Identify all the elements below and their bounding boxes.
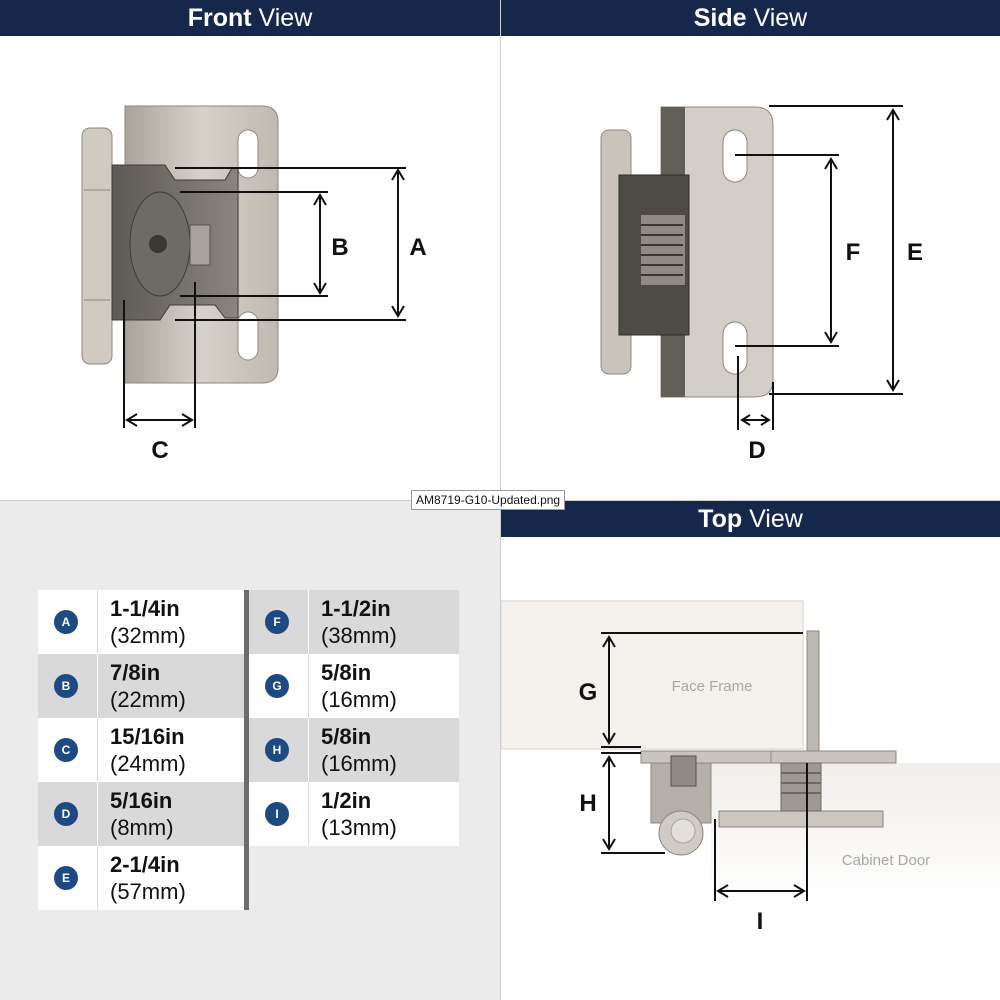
dimension-imperial: 7/8in (110, 660, 161, 685)
dim-label-d: D (748, 437, 765, 464)
dimension-value-cell: 15/16in(24mm) (98, 718, 186, 782)
dimensions-table-left: A 1-1/4in(32mm) B 7/8in(22mm) C 15/16in(24mm)… (38, 590, 244, 910)
dimension-badge-cell: H (249, 718, 309, 782)
top-hinge-screw (780, 762, 822, 812)
dimension-metric: (38mm) (321, 623, 397, 648)
dimension-imperial: 15/16in (110, 724, 185, 749)
dim-label-b: B (331, 234, 348, 261)
dim-label-h: H (579, 790, 596, 817)
dimension-value-cell: 5/8in(16mm) (309, 654, 397, 718)
dimension-value-cell: 5/16in(8mm) (98, 782, 174, 846)
dimension-row-d: D 5/16in(8mm) (38, 782, 244, 846)
dim-label-e: E (907, 239, 923, 266)
dim-label-i: I (757, 908, 764, 935)
dim-label-c: C (151, 437, 168, 464)
dimension-value-cell: 7/8in(22mm) (98, 654, 186, 718)
side-view-drawing: E F D (600, 105, 923, 464)
side-slot-bottom (722, 321, 748, 375)
front-hinge-barrel (81, 127, 113, 365)
dimension-row-e: E 2-1/4in(57mm) (38, 846, 244, 910)
front-view-header: Front View (0, 0, 500, 36)
dimension-imperial: 5/8in (321, 660, 372, 685)
dimension-badge-cell: D (38, 782, 98, 846)
dim-label-f: F (846, 239, 861, 266)
face-frame-label: Face Frame (672, 678, 753, 695)
dimension-imperial: 5/8in (321, 724, 372, 749)
dimension-metric: (32mm) (110, 623, 186, 648)
dimension-key-badge: A (54, 610, 78, 634)
cabinet-door (711, 763, 1000, 903)
side-view-title-bold: Side (693, 4, 747, 32)
dimension-row-i: I 1/2in(13mm) (249, 782, 459, 846)
dimensions-table-panel: A 1-1/4in(32mm) B 7/8in(22mm) C 15/16in(24mm)… (0, 501, 500, 1000)
dimension-key-badge: H (265, 738, 289, 762)
dimension-value-cell: 1-1/2in(38mm) (309, 590, 397, 654)
dimension-badge-cell: A (38, 590, 98, 654)
dimension-value-cell: 2-1/4in(57mm) (98, 846, 186, 910)
dimension-badge-cell: F (249, 590, 309, 654)
dimension-key-badge: B (54, 674, 78, 698)
table-column-divider (244, 590, 249, 910)
dimension-key-badge: F (265, 610, 289, 634)
front-view-title-bold: Front (187, 4, 252, 32)
filename-tooltip: AM8719-G10-Updated.png (411, 490, 566, 510)
dimension-imperial: 1-1/2in (321, 596, 391, 621)
front-view-drawing: A B C (81, 105, 427, 464)
dimension-key-badge: I (265, 802, 289, 826)
dimension-metric: (16mm) (321, 751, 397, 776)
dim-label-a: A (409, 234, 426, 261)
front-slot-top (237, 129, 259, 179)
dimension-row-c: C 15/16in(24mm) (38, 718, 244, 782)
dimension-badge-cell: I (249, 782, 309, 846)
dimension-row-b: B 7/8in(22mm) (38, 654, 244, 718)
side-view-header: Side View (501, 0, 1000, 36)
front-view-title-light: View (258, 4, 313, 32)
dimension-badge-cell: B (38, 654, 98, 718)
dimension-badge-cell: C (38, 718, 98, 782)
dimension-key-badge: G (265, 674, 289, 698)
dimension-row-f: F 1-1/2in(38mm) (249, 590, 459, 654)
dim-label-g: G (579, 679, 598, 706)
dimension-metric: (16mm) (321, 687, 397, 712)
dimension-metric: (8mm) (110, 815, 174, 840)
top-view-panel: Top View Face Frame Cabinet Door (501, 501, 1000, 1000)
dimension-imperial: 1/2in (321, 788, 372, 813)
dimension-imperial: 5/16in (110, 788, 173, 813)
dimension-key-badge: D (54, 802, 78, 826)
dimension-value-cell: 1-1/4in(32mm) (98, 590, 186, 654)
side-view-panel: Side View E F (501, 0, 1000, 500)
face-frame (501, 600, 804, 750)
dimension-badge-cell: G (249, 654, 309, 718)
top-hinge-leaf (806, 630, 820, 760)
front-view-panel: Front View A (0, 0, 500, 500)
dimension-key-badge: E (54, 866, 78, 890)
top-view-drawing: Face Frame Cabinet Door G H (501, 600, 1000, 935)
side-spring (641, 224, 683, 276)
dimension-metric: (13mm) (321, 815, 397, 840)
dimension-metric: (57mm) (110, 879, 186, 904)
dimension-row-h: H 5/8in(16mm) (249, 718, 459, 782)
dimension-imperial: 2-1/4in (110, 852, 180, 877)
top-view-title-bold: Top (698, 505, 743, 533)
front-slot-bottom (237, 311, 259, 361)
cabinet-door-label: Cabinet Door (842, 852, 930, 869)
top-view-title-light: View (749, 505, 803, 533)
dimension-metric: (22mm) (110, 687, 186, 712)
dimension-badge-cell: E (38, 846, 98, 910)
dimension-imperial: 1-1/4in (110, 596, 180, 621)
top-view-header: Top View (501, 501, 1000, 537)
dimension-value-cell: 1/2in(13mm) (309, 782, 397, 846)
side-view-title-light: View (753, 4, 808, 32)
dimension-row-g: G 5/8in(16mm) (249, 654, 459, 718)
dimension-metric: (24mm) (110, 751, 186, 776)
dimension-key-badge: C (54, 738, 78, 762)
dimension-value-cell: 5/8in(16mm) (309, 718, 397, 782)
dimension-row-a: A 1-1/4in(32mm) (38, 590, 244, 654)
